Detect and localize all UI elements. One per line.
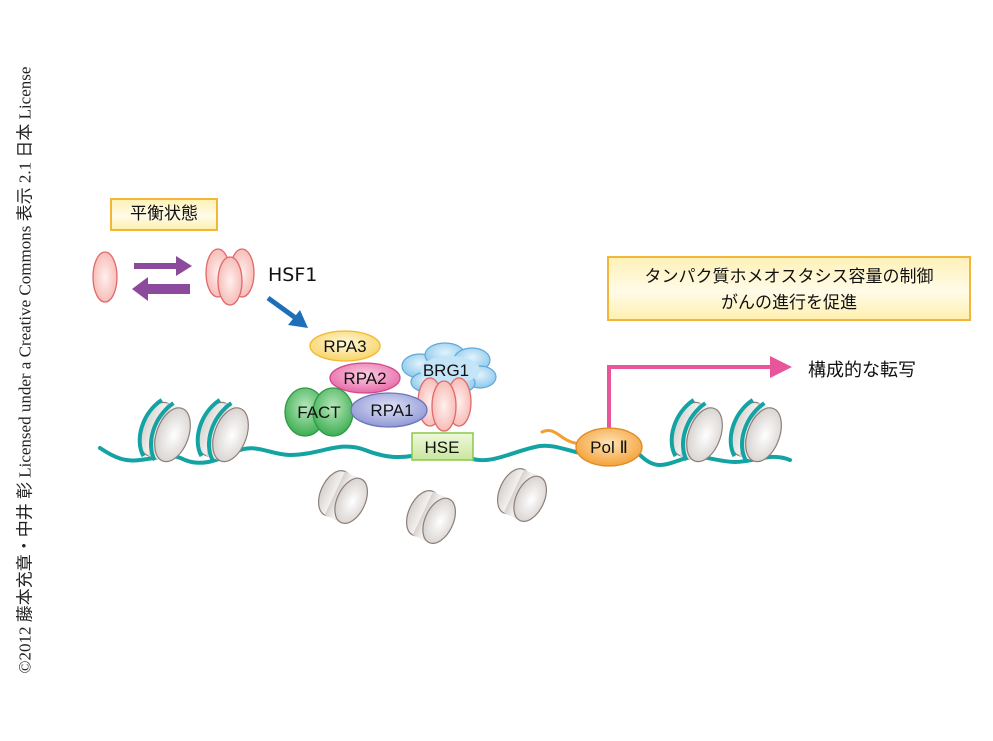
- nucleosome: [669, 398, 723, 463]
- pol2-label: Pol Ⅱ: [590, 438, 628, 457]
- hsf1-monomer: [92, 251, 118, 303]
- rpa2-protein: RPA2: [329, 362, 401, 394]
- transcription-label: 構成的な転写: [808, 360, 916, 381]
- free-histone: [496, 468, 548, 522]
- hsf1-binding-arrow-icon: [266, 295, 308, 328]
- hsf1-label: HSF1: [268, 264, 318, 286]
- transcription-arrow-icon: [607, 356, 792, 440]
- free-histone: [405, 490, 457, 544]
- hsf1-trimer: [205, 248, 255, 306]
- rpa1-label: RPA1: [370, 401, 413, 420]
- fact-protein: FACT: [284, 387, 354, 437]
- equilibrium-arrows-icon: [132, 256, 192, 301]
- effect-line-1: タンパク質ホメオスタシス容量の制御: [644, 267, 934, 287]
- equilibrium-label-box: 平衡状態: [110, 198, 218, 231]
- rpa2-label: RPA2: [343, 369, 386, 388]
- nucleosome: [137, 398, 191, 463]
- effect-line-2: がんの進行を促進: [721, 293, 857, 313]
- nucleosome: [195, 398, 249, 463]
- hsf1-trimer-bound: [417, 377, 472, 432]
- brg1-label: BRG1: [423, 361, 469, 380]
- rpa3-protein: RPA3: [309, 330, 381, 362]
- pol2-protein: Pol Ⅱ: [575, 427, 643, 467]
- equilibrium-label: 平衡状態: [130, 204, 198, 224]
- hse-element: HSE: [411, 432, 474, 461]
- free-histone: [317, 470, 369, 524]
- nucleosome: [728, 398, 782, 463]
- effect-box: タンパク質ホメオスタシス容量の制御 がんの進行を促進: [607, 256, 971, 321]
- fact-label: FACT: [297, 403, 340, 422]
- rpa3-label: RPA3: [323, 337, 366, 356]
- rpa1-protein: RPA1: [350, 392, 428, 428]
- hse-label: HSE: [425, 438, 460, 457]
